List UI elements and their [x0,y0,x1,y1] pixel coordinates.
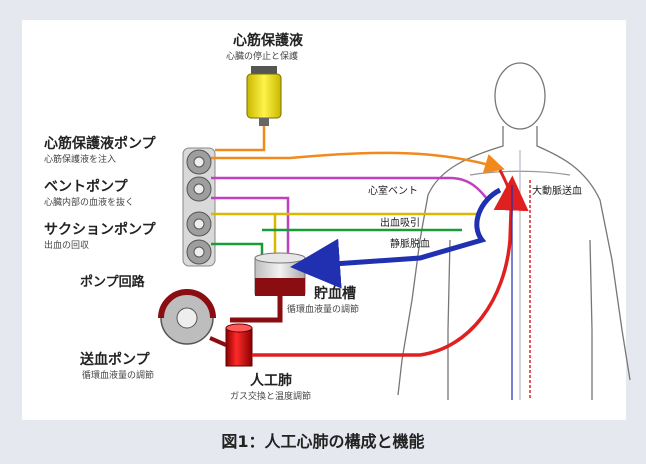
cardioplegia-bag [246,66,282,126]
arterial-return-line [252,175,529,357]
heart-vessels [498,169,531,400]
arterial-pump [158,289,216,345]
cardioplegia-pump-subtitle: 心筋保護液を注入 [44,155,117,165]
cardioplegia-subtitle: 心臓の停止と保護 [226,52,299,62]
reservoir-outflow [230,296,283,323]
cardioplegia-pump-title: 心筋保護液ポンプ [44,136,156,152]
aorta-perfusion-label: 大動脈送血 [532,186,582,197]
venous-drainage-line [290,187,502,289]
tubing [211,126,505,258]
body-outline [397,62,631,400]
suction-pump-roller-1 [186,211,212,237]
figure-caption: 図1：人工心肺の構成と機能 [221,432,425,451]
cardioplegia-pump-roller [186,149,212,175]
arterial-pump-subtitle: 循環血液量の調節 [82,371,155,381]
oxygenator-title: 人工肺 [250,373,292,389]
cardioplegia-title: 心筋保護液 [233,33,303,49]
pump-to-oxygenator [209,336,227,347]
vent-pump-subtitle: 心臓内部の血液を抜く [44,198,135,208]
reservoir-title: 貯血槽 [314,286,356,302]
pump-rollers [182,147,216,267]
suction-pump-subtitle: 出血の回収 [44,241,90,251]
vent-label: 心室ベント [368,186,418,197]
vent-pump-title: ベントポンプ [44,179,128,195]
arterial-pump-title: 送血ポンプ [80,352,150,368]
vent-pump-roller [186,176,212,202]
reservoir [254,252,306,296]
suction-pump-title: サクションポンプ [44,222,156,238]
suction-pump-roller-2 [186,239,212,265]
reservoir-subtitle: 循環血液量の調節 [287,305,360,315]
suction-label: 出血吸引 [380,218,420,229]
venous-drainage-label: 静脈脱血 [390,239,430,250]
oxygenator-subtitle: ガス交換と温度調節 [230,392,312,402]
oxygenator [225,323,253,367]
pump-circuit-title: ポンプ回路 [80,275,145,290]
